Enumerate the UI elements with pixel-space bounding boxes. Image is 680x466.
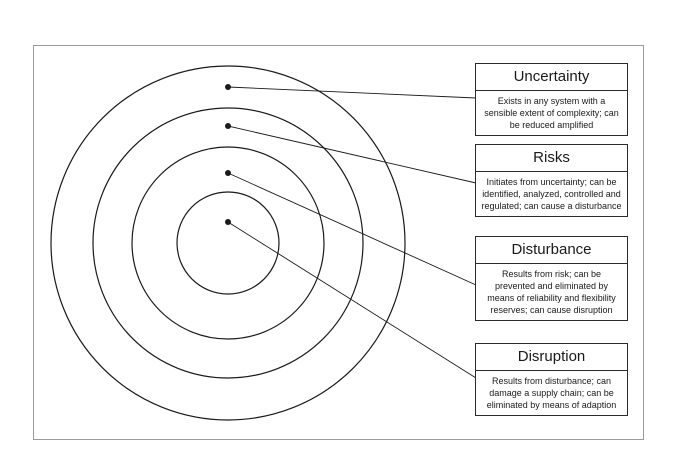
box-title: Disturbance — [476, 237, 627, 264]
box-description: Initiates from uncertainty; can be ident… — [481, 177, 622, 211]
dot-disturbance — [225, 170, 231, 176]
box-title: Uncertainty — [476, 64, 627, 91]
box-description: Results from disturbance; can damage a s… — [486, 376, 617, 410]
box-description: Exists in any system with a sensible ext… — [484, 96, 619, 130]
box-risks: Risks Initiates from uncertainty; can be… — [475, 144, 628, 217]
connector-disruption — [227, 221, 477, 379]
box-title: Disruption — [476, 344, 627, 371]
circle-disturbance — [131, 146, 325, 340]
diagram-frame — [33, 45, 644, 440]
box-description: Results from risk; can be prevented and … — [487, 269, 616, 315]
circle-risks — [92, 107, 364, 379]
box-disturbance: Disturbance Results from risk; can be pr… — [475, 236, 628, 321]
circle-uncertainty — [50, 65, 406, 421]
connector-risks — [227, 125, 477, 184]
box-title: Risks — [476, 145, 627, 172]
circle-disruption — [176, 191, 280, 295]
box-uncertainty: Uncertainty Exists in any system with a … — [475, 63, 628, 136]
dot-risks — [225, 123, 231, 129]
connector-disturbance — [227, 172, 477, 286]
connector-uncertainty — [227, 86, 477, 99]
dot-uncertainty — [225, 84, 231, 90]
box-disruption: Disruption Results from disturbance; can… — [475, 343, 628, 416]
dot-disruption — [225, 219, 231, 225]
